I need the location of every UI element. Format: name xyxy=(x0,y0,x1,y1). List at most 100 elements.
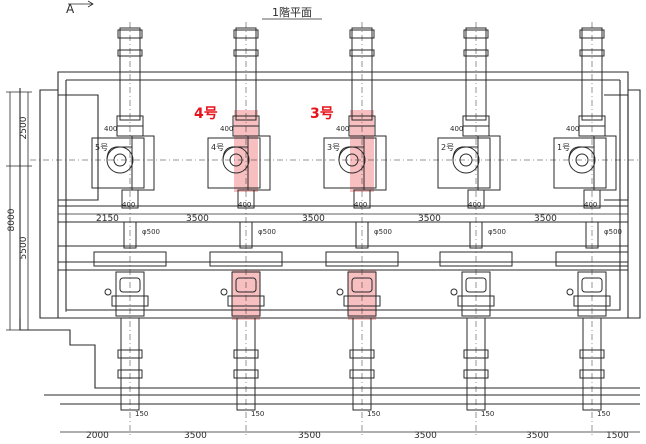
pipe-mid xyxy=(123,221,137,249)
section-mark: A xyxy=(66,2,75,16)
pipe-lower xyxy=(583,189,601,209)
discharge-flange xyxy=(233,349,259,359)
lower-valve-base xyxy=(573,295,611,307)
unit-label: 4号 xyxy=(211,143,224,152)
lower-valve-frame xyxy=(347,271,377,317)
discharge-flange xyxy=(463,349,489,359)
pipe-label-outlet: 150 xyxy=(135,410,148,418)
pier-block xyxy=(325,251,399,267)
pipe-label-bottom: 400 xyxy=(238,201,251,209)
pipe-label-mid: φ500 xyxy=(374,228,392,236)
pump-casing xyxy=(207,137,261,189)
pipe-label-mid: φ500 xyxy=(488,228,506,236)
dim-bottom: 3500 xyxy=(414,431,437,440)
lower-valve-body xyxy=(235,277,257,293)
lower-valve-base xyxy=(343,295,381,307)
pipe-lower xyxy=(467,189,485,209)
drawing-title: 1階平面 xyxy=(272,5,312,19)
discharge-flange xyxy=(349,349,375,359)
lower-valve-base xyxy=(111,295,149,307)
pier-block xyxy=(209,251,283,267)
discharge-pipe xyxy=(236,317,256,411)
pier-block xyxy=(555,251,629,267)
impeller-inner xyxy=(113,153,127,167)
dim-mid: 2150 xyxy=(96,214,119,224)
motor-frame xyxy=(131,135,155,191)
impeller-inner xyxy=(575,153,589,167)
unit-label: 2号 xyxy=(441,143,454,152)
pier-block xyxy=(93,251,167,267)
pipe-label-mid: φ500 xyxy=(258,228,276,236)
pipe-label-outlet: 150 xyxy=(597,410,610,418)
lower-valve-base xyxy=(227,295,265,307)
discharge-flange xyxy=(463,369,489,379)
pump-casing xyxy=(323,137,377,189)
motor-frame xyxy=(477,135,501,191)
lower-valve-knob xyxy=(104,288,112,296)
pipe-label-top: 400 xyxy=(450,125,463,133)
volute xyxy=(338,146,364,161)
unit-callout: 4号 xyxy=(194,106,218,122)
pipe-lower xyxy=(237,189,255,209)
volute xyxy=(106,146,132,161)
pipe-label-outlet: 150 xyxy=(251,410,264,418)
lower-valve-body xyxy=(119,277,141,293)
discharge-flange xyxy=(233,369,259,379)
pipe-label-mid: φ500 xyxy=(142,228,160,236)
discharge-pipe xyxy=(120,317,140,411)
pump-casing xyxy=(437,137,491,189)
unit-label: 1号 xyxy=(557,143,570,152)
pump-unit: 2号 400 400 φ500 150 xyxy=(437,22,513,438)
impeller-inner xyxy=(229,153,243,167)
pipe-label-outlet: 150 xyxy=(367,410,380,418)
pipe-label-outlet: 150 xyxy=(481,410,494,418)
discharge-flange xyxy=(117,349,143,359)
volute xyxy=(452,146,478,161)
pipe-label-bottom: 400 xyxy=(468,201,481,209)
dim-bottom: 3500 xyxy=(184,431,207,440)
lower-valve-body xyxy=(351,277,373,293)
lower-valve-frame xyxy=(231,271,261,317)
pipe-label-bottom: 400 xyxy=(122,201,135,209)
discharge-flange xyxy=(579,349,605,359)
impeller-inner xyxy=(345,153,359,167)
motor-frame xyxy=(247,135,271,191)
pump-casing xyxy=(91,137,145,189)
pipe-label-top: 400 xyxy=(336,125,349,133)
pipe-mid xyxy=(355,221,369,249)
dim-mid: 3500 xyxy=(418,214,441,224)
lower-valve-body xyxy=(581,277,603,293)
impeller-inner xyxy=(459,153,473,167)
dim-bottom: 1500 xyxy=(606,431,629,440)
discharge-flange xyxy=(349,369,375,379)
lower-valve-body xyxy=(465,277,487,293)
dim-lower: 5500 xyxy=(19,236,29,259)
pipe-mid xyxy=(585,221,599,249)
volute xyxy=(222,146,248,161)
unit-callout: 3号 xyxy=(310,106,334,122)
dim-mid: 3500 xyxy=(302,214,325,224)
lower-valve-frame xyxy=(461,271,491,317)
lower-valve-knob xyxy=(450,288,458,296)
discharge-flange xyxy=(117,369,143,379)
pipe-label-bottom: 400 xyxy=(354,201,367,209)
dim-bottom: 2000 xyxy=(86,431,109,440)
pipe-label-top: 400 xyxy=(104,125,117,133)
dim-mid: 3500 xyxy=(534,214,557,224)
pipe-lower xyxy=(121,189,139,209)
pipe-lower xyxy=(353,189,371,209)
pier-block xyxy=(439,251,513,267)
lower-valve-base xyxy=(457,295,495,307)
lower-valve-knob xyxy=(220,288,228,296)
dim-mid: 3500 xyxy=(186,214,209,224)
motor-frame xyxy=(593,135,617,191)
discharge-pipe xyxy=(466,317,486,411)
discharge-pipe xyxy=(582,317,602,411)
motor-frame xyxy=(363,135,387,191)
